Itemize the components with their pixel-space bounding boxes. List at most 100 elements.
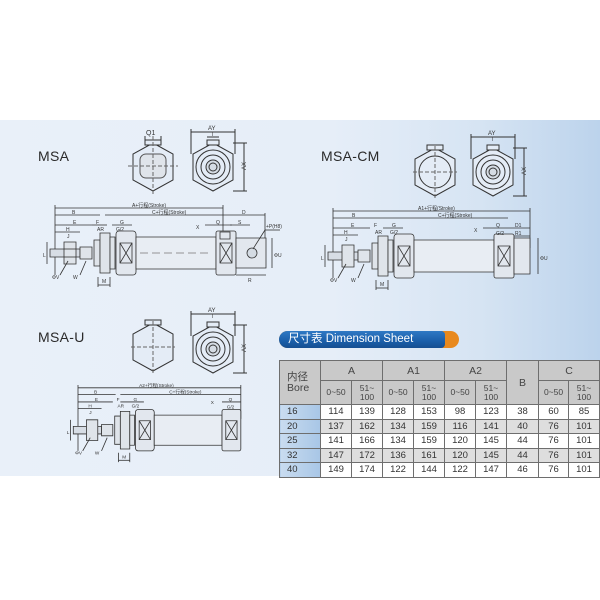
sub-header-high: 51~100	[475, 380, 508, 405]
msa-u-side-view: A2+行程(Stroke) B C+行程(Stroke) E F G G/2 H…	[67, 382, 258, 465]
cm-dim-w-label: W	[351, 278, 356, 284]
u-dim-j-label: J	[89, 410, 91, 415]
dim-ar-label: AR	[97, 227, 104, 233]
table-cell: 149	[320, 462, 352, 478]
table-cell: 139	[350, 404, 384, 420]
model-label-msa-u: MSA-U	[38, 329, 85, 345]
table-cell: 174	[350, 462, 384, 478]
table-row: 25 141 166 134 159 120 145 44 76 101	[279, 433, 600, 449]
sub-header-low: 0~50	[538, 380, 570, 405]
table-row: 40 149 174 122 144 122 147 46 76 101	[279, 462, 600, 478]
dim-e-label: E	[73, 220, 77, 226]
msa-cm-rear-view: AY I AX	[468, 131, 528, 203]
msa-cm-front-view	[410, 143, 460, 203]
dim-ax-label: AX	[242, 162, 248, 170]
table-cell: 141	[475, 418, 508, 434]
dim-d-label: D	[242, 210, 246, 216]
table-cell: 40	[506, 418, 540, 434]
dim-w-label: W	[73, 275, 78, 281]
table-cell: 145	[475, 433, 508, 449]
cm-dim-l-label: L	[321, 256, 324, 262]
cm-dim-c-label: C+行程(Stroke)	[438, 212, 473, 219]
msa-rear-view: AY I AX	[188, 126, 248, 198]
table-cell: 101	[568, 447, 600, 463]
dimension-sheet-title: 尺寸表 Dimension Sheet	[279, 331, 445, 348]
group-header-b: B	[506, 360, 540, 405]
sub-header-low: 0~50	[320, 380, 352, 405]
cm-dim-r1-label: R1	[515, 231, 522, 237]
u-dim-h-label: H	[88, 404, 91, 409]
model-label-msa-cm: MSA-CM	[321, 148, 380, 164]
bore-header-cn: 内径	[287, 370, 308, 383]
u-dim-w-label: W	[95, 451, 100, 456]
group-header-a2: A2	[444, 360, 508, 381]
u-dim-f-label: F	[117, 397, 120, 402]
cm-dim-f-label: F	[374, 223, 377, 229]
u-dim-ar-label: AR	[118, 404, 125, 409]
cm-dim-d1-label: D1	[515, 223, 522, 229]
table-cell: 136	[382, 447, 415, 463]
dim-p-label: +P(H8)	[266, 224, 282, 230]
table-cell: 44	[506, 447, 540, 463]
table-cell: 76	[538, 433, 570, 449]
bore-cell: 20	[279, 418, 321, 434]
u-dim-ax-label: AX	[242, 344, 248, 352]
dim-q-label: Q	[216, 220, 220, 226]
cm-dim-e-label: E	[351, 223, 355, 229]
msa-u-rear-view: AY I AX	[188, 308, 248, 380]
u-dim-e-label: E	[95, 397, 98, 402]
cm-dim-q-label: Q	[496, 223, 500, 229]
table-cell: 122	[382, 462, 415, 478]
cm-dim-v-label: ΦV	[330, 278, 338, 284]
group-header-c: C	[538, 360, 600, 381]
table-cell: 172	[350, 447, 384, 463]
cm-dim-a1-label: A1+行程(Stroke)	[418, 205, 455, 212]
bore-header-en: Bore	[287, 381, 310, 394]
cm-dim-m-label: M	[380, 282, 384, 288]
table-cell: 123	[475, 404, 508, 420]
table-cell: 76	[538, 462, 570, 478]
table-cell: 60	[538, 404, 570, 420]
table-cell: 98	[444, 404, 477, 420]
dim-g2-label: G/2	[116, 227, 124, 233]
table-cell: 85	[568, 404, 600, 420]
cm-dim-x-label: X	[474, 228, 478, 234]
table-cell: 44	[506, 433, 540, 449]
u-dim-q-label: Q	[229, 397, 233, 402]
dim-s-label: S	[238, 220, 242, 226]
table-cell: 161	[413, 447, 446, 463]
u-dim-b-label: B	[94, 389, 97, 394]
dim-j-label: J	[67, 234, 70, 240]
table-row: 16 114 139 128 153 98 123 38 60 85	[279, 404, 600, 420]
cm-dim-i-label: I	[492, 137, 493, 143]
sub-header-high: 51~100	[568, 380, 600, 405]
dim-i-label: I	[212, 132, 213, 138]
u-dim-x-label: X	[211, 400, 215, 405]
table-cell: 162	[350, 418, 384, 434]
sub-header-high: 51~100	[350, 380, 384, 405]
table-cell: 153	[413, 404, 446, 420]
dim-g-label: G	[120, 220, 124, 226]
cm-dim-ay-label: AY	[488, 131, 496, 137]
dim-f-label: F	[96, 220, 99, 226]
u-dim-v-label: ΦV	[75, 451, 83, 456]
u-dim-i-label: I	[212, 314, 213, 320]
cm-dim-g-label: G	[392, 223, 396, 229]
cm-dim-q2-label: G/2	[496, 231, 504, 237]
dim-q1-label: Q1	[146, 130, 155, 137]
u-dim-a2-label: A2+行程(Stroke)	[139, 382, 174, 389]
table-cell: 128	[382, 404, 415, 420]
cm-dim-u-label: ΦU	[540, 256, 548, 262]
bore-header: 内径 Bore	[279, 360, 321, 405]
cm-dim-h-label: H	[344, 230, 348, 236]
cm-dim-j-label: J	[345, 237, 348, 243]
msa-cm-side-view: A1+行程(Stroke) B C+行程(Stroke) E F G G/2 H…	[321, 205, 548, 298]
dimension-sheet-title-bar: 尺寸表 Dimension Sheet	[279, 331, 459, 348]
dim-ay-label: AY	[208, 126, 216, 132]
group-header-a: A	[319, 360, 384, 381]
dim-x-label: X	[196, 225, 200, 231]
table-cell: 166	[350, 433, 384, 449]
table-cell: 116	[444, 418, 477, 434]
sub-header-high: 51~100	[413, 380, 446, 405]
table-cell: 159	[413, 418, 446, 434]
